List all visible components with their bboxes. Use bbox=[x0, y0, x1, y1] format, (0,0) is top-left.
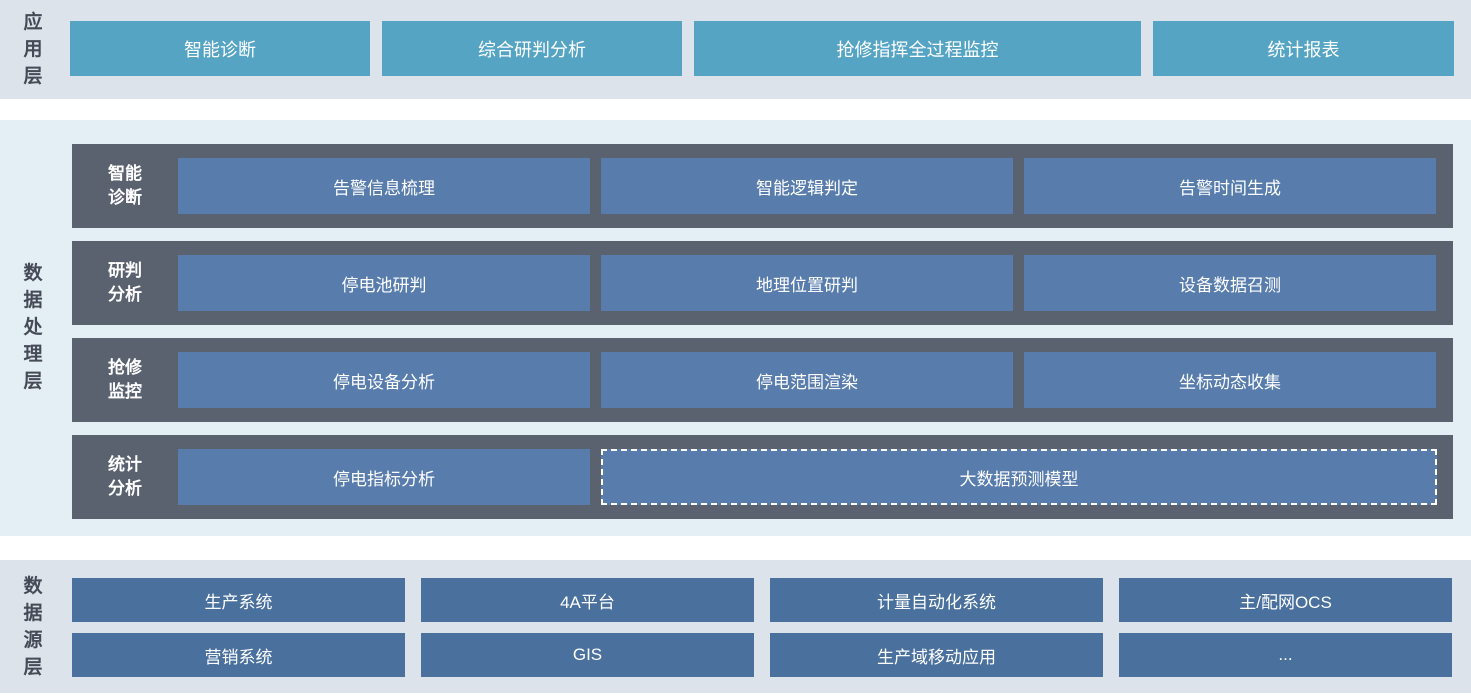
application-layer-band: 应用层 智能诊断 综合研判分析 抢修指挥全过程监控 统计报表 bbox=[0, 0, 1471, 99]
proc-block-alarm-info-sorting: 告警信息梳理 bbox=[178, 158, 590, 214]
proc-block-coordinate-dynamic-collection: 坐标动态收集 bbox=[1024, 352, 1436, 408]
processing-layer-rows: 智能诊断 告警信息梳理 智能逻辑判定 告警时间生成 研判分析 停电池研判 地理位… bbox=[72, 144, 1453, 519]
app-block-intelligent-diagnosis: 智能诊断 bbox=[70, 21, 370, 76]
processing-row-analysis: 研判分析 停电池研判 地理位置研判 设备数据召测 bbox=[72, 241, 1453, 325]
processing-layer-label: 数据处理层 bbox=[23, 263, 43, 392]
application-layer-items: 智能诊断 综合研判分析 抢修指挥全过程监控 统计报表 bbox=[70, 21, 1454, 76]
application-layer-label: 应用层 bbox=[23, 12, 43, 87]
row-label: 研判分析 bbox=[108, 261, 142, 304]
source-block-production-system: 生产系统 bbox=[72, 578, 405, 622]
source-block-production-mobile-app: 生产域移动应用 bbox=[770, 633, 1103, 677]
app-block-statistical-reports: 统计报表 bbox=[1153, 21, 1454, 76]
row-label: 抢修监控 bbox=[108, 358, 142, 401]
proc-block-device-data-telemetry: 设备数据召测 bbox=[1024, 255, 1436, 311]
processing-row-intelligent-diagnosis: 智能诊断 告警信息梳理 智能逻辑判定 告警时间生成 bbox=[72, 144, 1453, 228]
row-label: 智能诊断 bbox=[108, 164, 142, 207]
source-block-marketing-system: 营销系统 bbox=[72, 633, 405, 677]
proc-block-outage-analysis: 停电池研判 bbox=[178, 255, 590, 311]
proc-block-alarm-time-generation: 告警时间生成 bbox=[1024, 158, 1436, 214]
app-block-repair-command-monitoring: 抢修指挥全过程监控 bbox=[694, 21, 1141, 76]
processing-layer-band: 数据处理层 智能诊断 告警信息梳理 智能逻辑判定 告警时间生成 研判分析 停电池… bbox=[0, 120, 1471, 536]
source-block-gis: GIS bbox=[421, 633, 754, 677]
proc-block-outage-range-rendering: 停电范围渲染 bbox=[601, 352, 1013, 408]
source-block-4a-platform: 4A平台 bbox=[421, 578, 754, 622]
source-block-metering-automation-system: 计量自动化系统 bbox=[770, 578, 1103, 622]
proc-block-intelligent-logic-judgment: 智能逻辑判定 bbox=[601, 158, 1013, 214]
source-block-ellipsis: ... bbox=[1119, 633, 1452, 677]
processing-row-statistical-analysis: 统计分析 停电指标分析 大数据预测模型 bbox=[72, 435, 1453, 519]
proc-block-outage-indicator-analysis: 停电指标分析 bbox=[178, 449, 590, 505]
processing-row-repair-monitoring: 抢修监控 停电设备分析 停电范围渲染 坐标动态收集 bbox=[72, 338, 1453, 422]
row-label: 统计分析 bbox=[108, 455, 142, 498]
proc-block-geolocation-analysis: 地理位置研判 bbox=[601, 255, 1013, 311]
source-layer-label: 数据源层 bbox=[23, 576, 43, 678]
proc-block-outage-device-analysis: 停电设备分析 bbox=[178, 352, 590, 408]
source-block-main-distribution-ocs: 主/配网OCS bbox=[1119, 578, 1452, 622]
app-block-comprehensive-analysis: 综合研判分析 bbox=[382, 21, 682, 76]
source-layer-rows: 生产系统 4A平台 计量自动化系统 主/配网OCS 营销系统 GIS 生产域移动… bbox=[72, 578, 1452, 677]
source-layer-band: 数据源层 生产系统 4A平台 计量自动化系统 主/配网OCS 营销系统 GIS … bbox=[0, 560, 1471, 693]
proc-block-big-data-prediction-model: 大数据预测模型 bbox=[601, 449, 1437, 505]
